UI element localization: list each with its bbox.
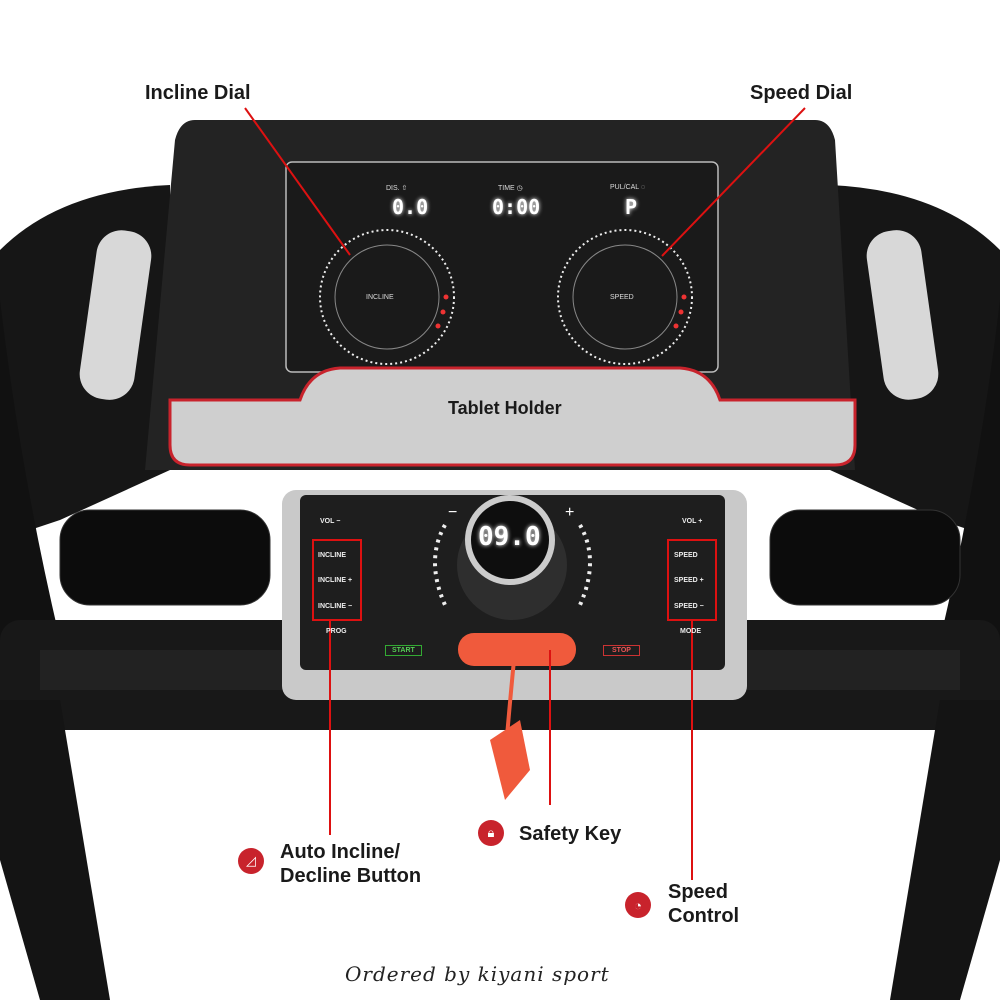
incline-button[interactable]: INCLINE bbox=[318, 552, 346, 559]
auto-incline-callout: Auto Incline/ Decline Button bbox=[280, 840, 421, 888]
lock-icon: 🔒︎ bbox=[478, 820, 504, 846]
callout-line: Auto Incline/ bbox=[280, 841, 400, 863]
incline-minus-button[interactable]: INCLINE − bbox=[318, 603, 353, 610]
mode-button[interactable]: MODE bbox=[680, 628, 701, 635]
pulcal-value: P bbox=[625, 195, 638, 219]
time-value: 0:00 bbox=[492, 195, 541, 219]
pulcal-label: PUL/CAL ◌ bbox=[610, 184, 646, 191]
safety-key-callout: Safety Key bbox=[519, 823, 622, 845]
dis-label: DIS. ⇧ bbox=[386, 185, 408, 192]
speed-dial-label: SPEED bbox=[610, 294, 634, 301]
incline-plus-button[interactable]: INCLINE + bbox=[318, 577, 353, 584]
dis-value: 0.0 bbox=[392, 195, 429, 219]
incline-icon: ◿ bbox=[238, 848, 264, 874]
plus-button[interactable]: + bbox=[565, 504, 575, 521]
speed-minus-button[interactable]: SPEED − bbox=[674, 603, 704, 610]
stop-button[interactable]: STOP bbox=[603, 645, 640, 656]
incline-dial-callout: Incline Dial bbox=[145, 82, 251, 104]
vol-plus-button[interactable]: VOL + bbox=[682, 518, 703, 525]
callout-line: Control bbox=[668, 905, 740, 927]
tablet-holder-callout: Tablet Holder bbox=[448, 398, 562, 418]
footer-caption: Ordered by kiyani sport bbox=[345, 962, 610, 986]
time-label: TIME ◷ bbox=[498, 185, 523, 192]
speed-plus-button[interactable]: SPEED + bbox=[674, 577, 704, 584]
prog-button[interactable]: PROG bbox=[326, 628, 347, 635]
callout-line: Decline Button bbox=[280, 865, 422, 887]
speedometer-icon: ◔ bbox=[625, 892, 651, 918]
speed-dial-callout: Speed Dial bbox=[750, 82, 853, 104]
callout-line: Speed bbox=[668, 881, 729, 903]
speed-control-callout: Speed Control bbox=[668, 880, 739, 928]
minus-button[interactable]: − bbox=[448, 504, 458, 521]
start-button[interactable]: START bbox=[385, 645, 422, 656]
console-display: 09.0 bbox=[478, 522, 541, 552]
speed-button[interactable]: SPEED bbox=[674, 552, 698, 559]
vol-minus-button[interactable]: VOL − bbox=[320, 518, 341, 525]
incline-dial-label: INCLINE bbox=[366, 294, 394, 301]
